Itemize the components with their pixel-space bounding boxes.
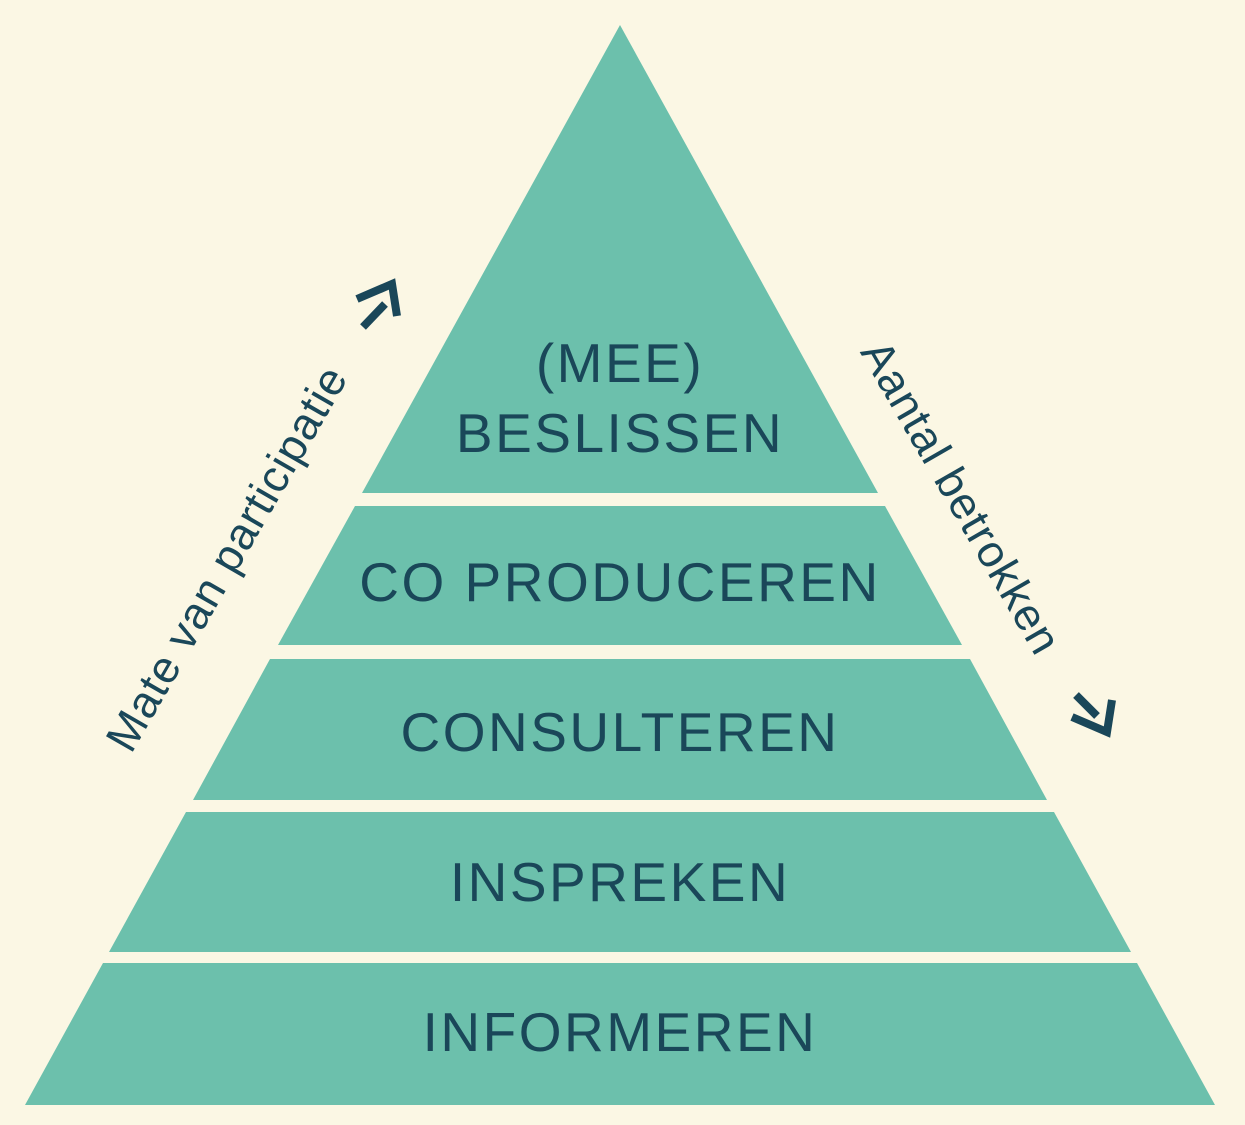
arrow-stem: [360, 301, 388, 330]
pyramid-labels: (MEE) BESLISSEN CO PRODUCEREN CONSULTERE…: [359, 332, 880, 1063]
level-consulteren-shape: [193, 659, 1047, 800]
level-informeren-shape: [25, 963, 1215, 1105]
arrow-head: [355, 278, 401, 317]
arrow-up-right-icon: [355, 278, 401, 330]
level-inspreken-label: INSPREKEN: [450, 851, 790, 913]
level-consulteren-label: CONSULTEREN: [400, 701, 839, 763]
level-mee-beslissen-label-line1: (MEE): [536, 332, 704, 394]
arrow-head: [1070, 699, 1116, 738]
level-mee-beslissen-label-line2: BESLISSEN: [456, 402, 784, 464]
arrow-stem: [1073, 692, 1100, 719]
level-informeren-label: INFORMEREN: [423, 1001, 818, 1063]
level-co-produceren-shape: [278, 506, 962, 645]
level-mee-beslissen-shape: [362, 25, 878, 493]
pyramid: [25, 25, 1215, 1105]
level-co-produceren-label: CO PRODUCEREN: [359, 551, 880, 613]
level-inspreken-shape: [109, 812, 1131, 952]
arrow-down-right-icon: [1070, 692, 1116, 738]
